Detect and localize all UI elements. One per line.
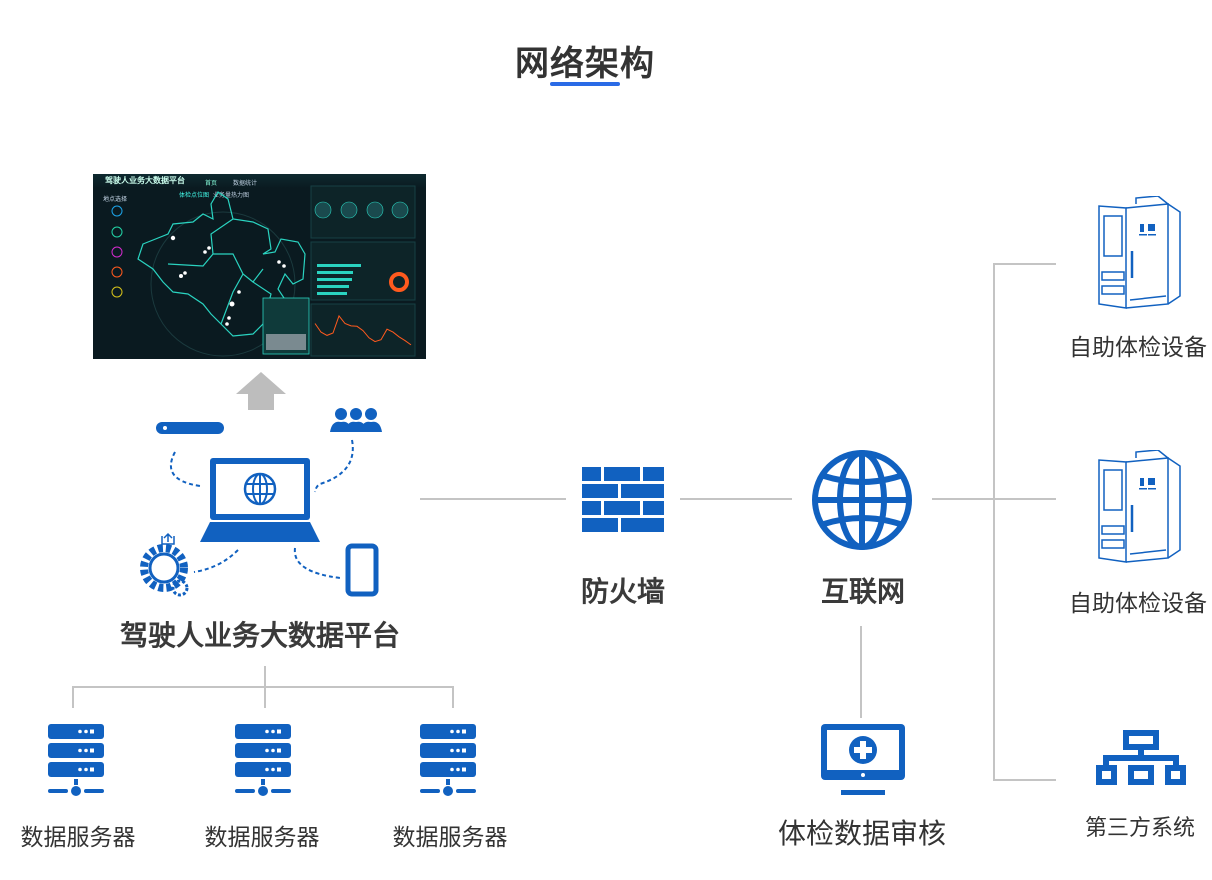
dashboard-side-items	[111, 205, 123, 298]
connector-line	[993, 779, 1056, 781]
third-party-label: 第三方系统	[1084, 816, 1195, 841]
firewall-icon	[582, 467, 664, 532]
server-icon	[235, 724, 291, 796]
dashboard-header	[93, 174, 426, 188]
hierarchy-icon	[1096, 730, 1186, 785]
firewall-label: 防火墙	[580, 575, 665, 608]
users-icon	[330, 408, 382, 432]
review-label: 体检数据审核	[777, 817, 946, 850]
dashboard-preview: 驾驶人业务大数据平台 首页 数据统计 体检点位图 业务量热力图 地点选择	[93, 174, 426, 359]
dashboard-line-series	[314, 314, 412, 346]
dashboard-popup-photo	[266, 334, 306, 350]
connector-line	[993, 263, 1056, 265]
laptop-globe-icon	[200, 458, 320, 542]
dashboard-panel-circles	[314, 201, 409, 219]
dashboard-map	[137, 191, 306, 337]
connector-line	[72, 686, 454, 688]
platform-label: 驾驶人业务大数据平台	[119, 619, 400, 652]
dashboard-radar-ring	[150, 211, 296, 357]
connector-line	[264, 686, 266, 708]
connector-line	[420, 498, 566, 500]
dashboard-tab-home: 首页	[205, 180, 218, 187]
kiosk-label: 自助体检设备	[1069, 335, 1207, 361]
kiosk-label: 自助体检设备	[1069, 591, 1207, 617]
dashboard-map-tab-heat: 业务量热力图	[213, 192, 250, 199]
connector-line	[680, 498, 792, 500]
dashboard-bars	[317, 264, 361, 295]
globe-icon	[812, 450, 912, 550]
server-label: 数据服务器	[392, 825, 508, 851]
dashboard-donut	[389, 272, 409, 292]
server-label: 数据服务器	[204, 825, 320, 851]
kiosk-icon	[1098, 196, 1181, 309]
connector-line	[993, 263, 995, 781]
dashboard-graphics	[111, 185, 416, 357]
search-bar-icon	[156, 422, 224, 434]
connector-line	[72, 686, 74, 708]
dashboard-map-tab-points: 体检点位图	[179, 192, 210, 199]
server-icon	[48, 724, 104, 796]
dashboard-tab-stats: 数据统计	[233, 180, 258, 187]
up-arrow-icon	[236, 372, 286, 410]
connector-line	[452, 686, 454, 708]
page-title: 网络架构	[515, 44, 655, 84]
dashboard-header-title: 驾驶人业务大数据平台	[105, 176, 185, 185]
server-label: 数据服务器	[20, 825, 136, 851]
phone-icon	[345, 543, 379, 597]
platform-cluster	[140, 408, 382, 597]
connector-line	[860, 626, 862, 718]
dashed-links	[169, 439, 354, 579]
monitor-plus-icon	[821, 724, 905, 795]
internet-label: 互联网	[820, 575, 905, 608]
connector-line	[264, 666, 266, 688]
title-underline	[550, 82, 620, 86]
server-icon	[420, 724, 476, 796]
kiosk-icon	[1098, 450, 1181, 563]
dashboard-side-title: 地点选择	[103, 196, 128, 203]
dashboard-map-points	[170, 235, 286, 326]
gear-icon	[140, 532, 189, 597]
